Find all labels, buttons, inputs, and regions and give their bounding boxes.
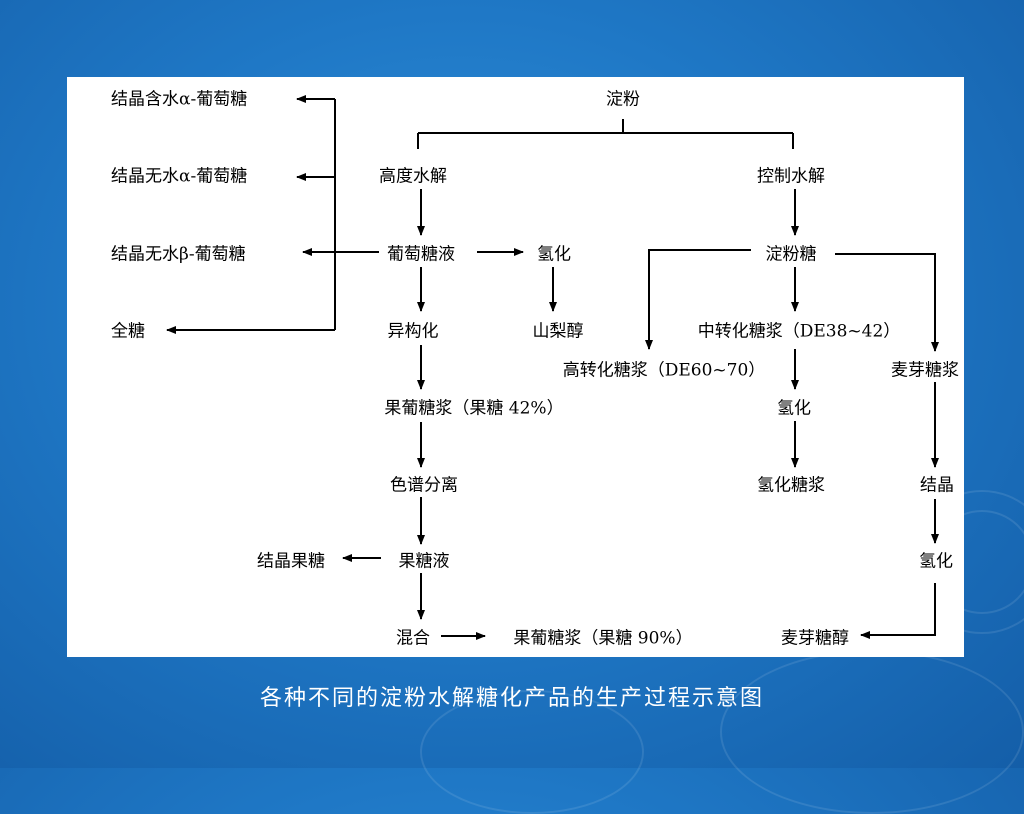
node-alpha-glucose-hydrate: 结晶含水α-葡萄糖 [111,89,248,110]
node-maltitol: 麦芽糖醇 [781,628,849,649]
node-hydrogenation-2: 氢化 [777,398,811,419]
node-hfcs-42: 果葡糖浆（果糖 42%） [384,398,564,419]
slide-caption: 各种不同的淀粉水解糖化产品的生产过程示意图 [259,686,764,711]
node-starch-syrup: 淀粉糖 [765,244,817,265]
edge-hydrog3-to-maltitol [860,583,936,639]
node-alpha-glucose-anhydrous: 结晶无水α-葡萄糖 [111,166,248,187]
node-high-hydrolysis: 高度水解 [379,166,447,187]
diagram-panel: 淀粉 高度水解 控制水解 葡萄糖液 氢化 山梨醇 异构化 果葡糖浆（果糖 42%… [67,77,964,657]
node-chromatographic-separation: 色谱分离 [390,475,458,496]
node-crystallization: 结晶 [920,475,954,496]
node-beta-glucose-anhydrous: 结晶无水β-葡萄糖 [111,244,246,265]
node-starch: 淀粉 [606,89,640,110]
node-isomerization: 异构化 [387,321,439,342]
edge-starchsugar-to-high [645,249,751,350]
ripple-decoration [720,650,1024,814]
node-sorbitol: 山梨醇 [532,321,584,342]
node-glucose-liquor: 葡萄糖液 [387,244,455,265]
node-whole-sugar: 全糖 [111,321,145,342]
node-medium-conversion-syrup: 中转化糖浆（DE38~42） [697,321,901,342]
node-high-conversion-syrup: 高转化糖浆（DE60~70） [562,360,766,381]
node-mixing: 混合 [396,628,430,649]
node-hydrogenation-3: 氢化 [919,551,953,572]
node-hydrogenation-1: 氢化 [537,244,571,265]
node-hfcs-90: 果葡糖浆（果糖 90%） [513,628,693,649]
node-hydrogenated-syrup: 氢化糖浆 [757,475,825,496]
node-maltose-syrup: 麦芽糖浆 [891,360,959,381]
edge-starchsugar-to-maltose [835,253,939,352]
node-crystalline-fructose: 结晶果糖 [257,551,325,572]
node-controlled-hydrolysis: 控制水解 [757,166,825,187]
node-fructose-liquor: 果糖液 [398,551,450,572]
flow-arrows [166,95,939,640]
